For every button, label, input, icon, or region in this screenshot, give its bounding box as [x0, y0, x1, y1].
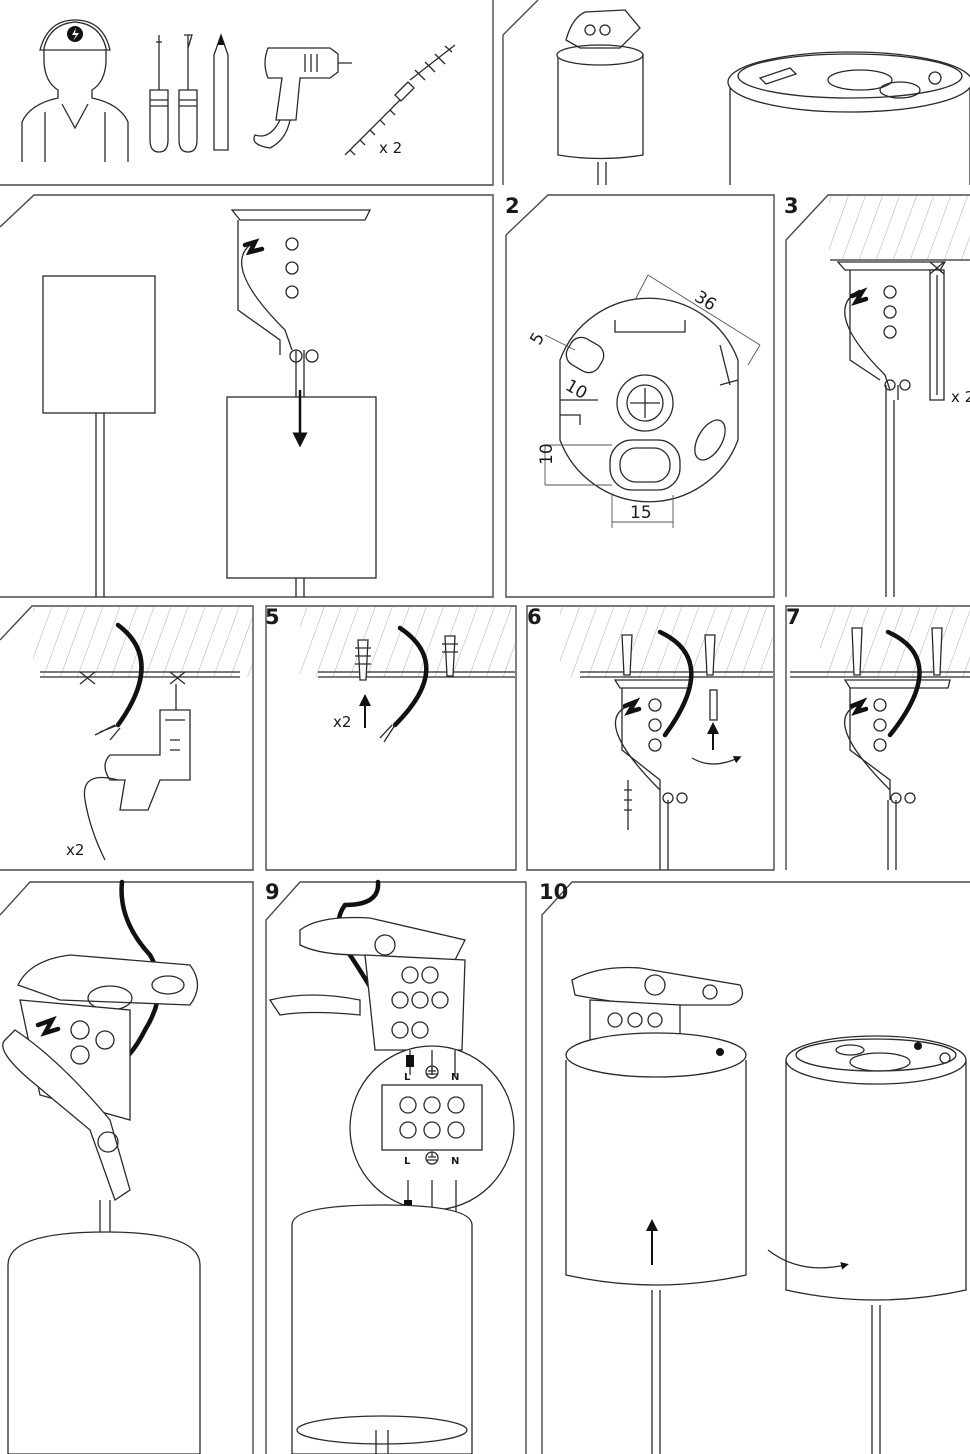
step-number-7: 7: [786, 605, 801, 629]
electrician-icon: [21, 19, 129, 162]
tools-quantity: x 2: [379, 139, 402, 157]
dim-36: 36: [691, 287, 720, 315]
terminal-l-top: L: [404, 1072, 411, 1083]
panel-step-7: 7: [785, 605, 970, 870]
terminal-n-top: N: [451, 1072, 459, 1083]
dim-15: 15: [630, 503, 652, 523]
step-number-2: 2: [505, 194, 520, 218]
panel-step-4: x2: [0, 605, 254, 871]
step-number-3: 3: [784, 194, 799, 218]
lamp-shade-right: [226, 396, 377, 579]
dim-10b: 10: [537, 443, 557, 465]
quantity-step-3: x 2: [951, 388, 970, 406]
panel-step-5: 5 x2: [265, 605, 517, 871]
panel-step-2: 2 36 5 10 10 15: [505, 194, 775, 598]
screw-plug-icon: [344, 44, 456, 156]
drill-quantity: x2: [66, 841, 84, 859]
pencil-icon: [213, 33, 229, 151]
step-number-9: 9: [265, 880, 280, 904]
panel-step-1: [502, 0, 970, 185]
panel-tools: x 2: [0, 0, 494, 186]
panel-step-3: 3 x 2: [784, 194, 970, 597]
dim-5: 5: [526, 329, 549, 348]
step-number-6: 6: [527, 605, 542, 629]
screwdriver-icon: [149, 34, 198, 153]
step-number-10: 10: [539, 880, 568, 904]
panel-step-8: [0, 879, 254, 1454]
panel-step-9: 9 L N L N: [265, 879, 527, 1454]
drill-icon: [253, 47, 352, 149]
terminal-l-bottom: L: [404, 1156, 411, 1167]
panel-step-1b: [0, 194, 494, 598]
quantity-step-5: x2: [333, 713, 351, 731]
step-number-5: 5: [265, 605, 280, 629]
panel-step-6: 6: [526, 605, 775, 871]
panel-step-10: 10: [539, 880, 970, 1454]
terminal-n-bottom: N: [451, 1156, 459, 1167]
lamp-shade-left: [42, 275, 156, 414]
